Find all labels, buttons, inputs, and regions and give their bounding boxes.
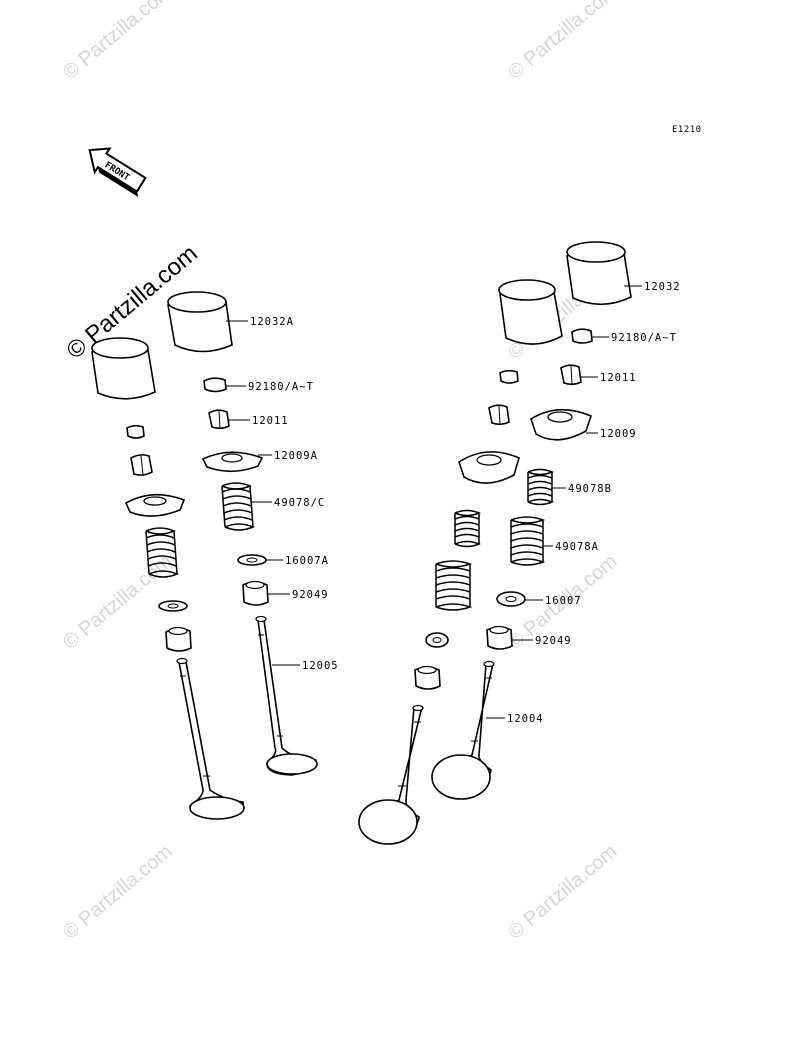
part-label-92049-right: 92049: [535, 635, 572, 647]
part-label-12009: 12009: [600, 428, 637, 440]
valve-spring-outer-right: [435, 560, 473, 611]
part-label-12009a: 12009A: [274, 450, 318, 462]
part-label-12011-right: 12011: [600, 372, 637, 384]
valve-lifter-12032a: [167, 291, 233, 353]
spring-retainer-12009: [530, 408, 592, 441]
shim-92180-left: [203, 377, 227, 393]
oil-seal-92049-left: [242, 580, 269, 606]
leader-lines-right: [486, 285, 642, 719]
spring-retainer-left-lower: [124, 493, 186, 517]
part-label-49078c: 49078/C: [274, 497, 325, 509]
watermark: © Partzilla.com: [504, 0, 621, 84]
watermark: © Partzilla.com: [59, 550, 176, 653]
part-label-12032: 12032: [644, 281, 681, 293]
watermark: © Partzilla.com: [59, 0, 176, 84]
spring-retainer-right-lower: [458, 451, 520, 484]
valve-keeper-12011-right: [560, 364, 582, 386]
part-label-92180-right: 92180/A~T: [611, 332, 677, 344]
intake-valve-12004: [431, 660, 495, 800]
part-label-12005: 12005: [302, 660, 339, 672]
front-arrow-icon: FRONT: [88, 147, 147, 198]
valve-spring-49078c: [221, 482, 255, 531]
valve-keeper-right-lower: [488, 404, 510, 426]
part-label-92049-left: 92049: [292, 589, 329, 601]
spring-seat-left-lower: [158, 600, 188, 612]
part-label-12032a: 12032A: [250, 316, 294, 328]
valve-keeper-12011-left: [208, 409, 230, 430]
spring-seat-right-lower: [425, 632, 449, 648]
valve-keeper-left-lower: [130, 454, 153, 476]
valve-lifter-12032: [566, 241, 632, 306]
shim-92180-right: [571, 328, 593, 344]
shim-right-lower: [499, 369, 519, 384]
exhaust-valve-left-lower: [176, 657, 245, 820]
part-label-12004: 12004: [507, 713, 544, 725]
part-label-16007a: 16007A: [285, 555, 329, 567]
spring-seat-16007a: [237, 554, 267, 566]
part-label-49078a: 49078A: [555, 541, 599, 553]
watermark: © Partzilla.com: [59, 840, 176, 943]
valve-lifter-right-lower: [498, 279, 563, 345]
part-label-12011-left: 12011: [252, 415, 289, 427]
valve-spring-49078b: [527, 468, 554, 506]
intake-valve-right-lower: [358, 704, 424, 845]
valve-spring-inner-right: [454, 509, 481, 548]
watermark: © Partzilla.com: [504, 840, 621, 943]
oil-seal-92049-right: [486, 625, 513, 650]
valve-lifter-left: [91, 337, 156, 400]
shim-left-lower: [126, 424, 145, 439]
exhaust-valve-12005: [255, 615, 318, 776]
valve-spring-49078a: [510, 516, 546, 566]
part-label-92180-left: 92180/A~T: [248, 381, 314, 393]
oil-seal-right-lower: [414, 665, 441, 690]
part-label-49078b: 49078B: [568, 483, 612, 495]
leader-lines-left: [226, 320, 300, 666]
valve-spring-left-lower: [145, 527, 179, 578]
diagram-code: E1210: [672, 125, 702, 135]
spring-seat-16007: [496, 591, 526, 607]
spring-retainer-12009a: [201, 451, 264, 473]
part-label-16007: 16007: [545, 595, 582, 607]
oil-seal-left-lower: [165, 626, 192, 652]
